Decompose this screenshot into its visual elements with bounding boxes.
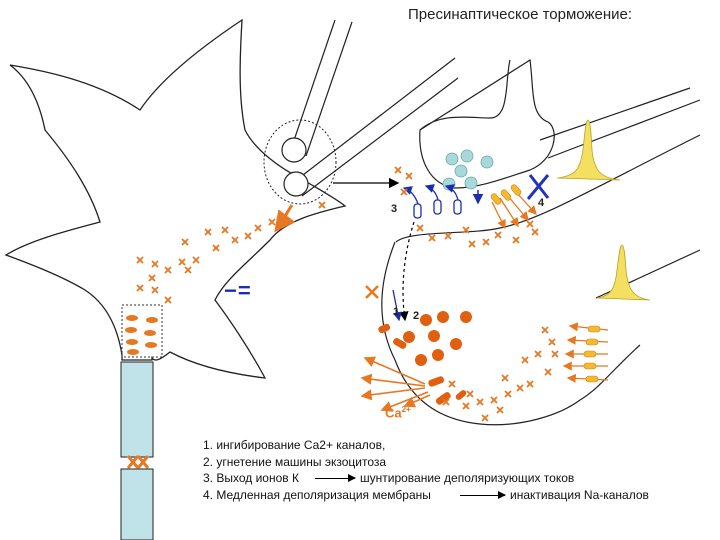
na-channel-capsules bbox=[490, 184, 601, 383]
hyperpolarization-sign: −= bbox=[224, 278, 252, 303]
terminal-bouton-b bbox=[283, 171, 309, 197]
calcium-influx-arrows bbox=[360, 356, 431, 412]
legend-text: 3. Выход ионов К bbox=[203, 471, 299, 485]
legend-item-4: 4. Медленная деполяризация мембраны инак… bbox=[203, 487, 649, 504]
zoom-circle bbox=[263, 119, 337, 205]
legend-text: 1. ингибирование Ca2+ каналов, bbox=[203, 438, 386, 452]
legend-text: 2. угнетение машины экзоцитоза bbox=[203, 454, 387, 469]
label-2: 2 bbox=[413, 310, 420, 322]
legend-result: инактивация Na-каналов bbox=[510, 487, 649, 502]
action-potential-spike-2 bbox=[596, 244, 651, 301]
axo-axonal-terminal bbox=[419, 58, 555, 189]
legend-result: шунтирование деполяризующих токов bbox=[360, 471, 575, 485]
pathway-arrow-2 bbox=[392, 289, 402, 322]
axon-segment-upper bbox=[120, 361, 154, 458]
excitatory-terminal bbox=[381, 134, 701, 426]
vesicles-excitatory bbox=[403, 311, 472, 366]
axon-gap-crosses bbox=[126, 455, 150, 469]
hillock-channels bbox=[125, 315, 158, 355]
inhibitory-axon bbox=[289, 19, 459, 197]
action-potential-spike-1 bbox=[556, 119, 621, 181]
blocked-x-mark bbox=[365, 285, 379, 299]
calcium-channels bbox=[378, 323, 467, 405]
legend: 1. ингибирование Ca2+ каналов, 2. угнете… bbox=[203, 437, 649, 504]
ion-markers bbox=[136, 166, 559, 422]
terminal-bouton-a bbox=[281, 137, 307, 163]
label-4: 4 bbox=[538, 197, 545, 209]
potassium-channels bbox=[402, 184, 462, 219]
page-title: Пресинаптическое торможение: bbox=[408, 6, 633, 23]
label-1: 1 bbox=[393, 306, 400, 318]
calcium-symbol: Ca bbox=[385, 405, 402, 421]
label-3: 3 bbox=[391, 203, 398, 215]
arrow-icon bbox=[460, 490, 506, 499]
calcium-charge: 2+ bbox=[401, 405, 411, 414]
arrow-icon bbox=[315, 474, 356, 482]
legend-item-3: 3. Выход ионов К шунтирование деполяризу… bbox=[203, 470, 574, 487]
axon-segment-lower bbox=[120, 468, 154, 540]
calcium-ion-label: Ca2+ bbox=[385, 405, 411, 420]
neuron-soma bbox=[4, 18, 347, 379]
legend-text: 4. Медленная деполяризация мембраны bbox=[203, 487, 431, 502]
terminal-axon-shaft bbox=[539, 87, 701, 159]
legend-item-2: 2. угнетение машины экзоцитоза bbox=[203, 454, 431, 471]
na-block-cross bbox=[526, 174, 550, 200]
axon-hillock-box bbox=[121, 304, 163, 358]
soma-current-arrow bbox=[274, 204, 296, 233]
legend-item-1: 1. ингибирование Ca2+ каналов, bbox=[203, 437, 431, 454]
